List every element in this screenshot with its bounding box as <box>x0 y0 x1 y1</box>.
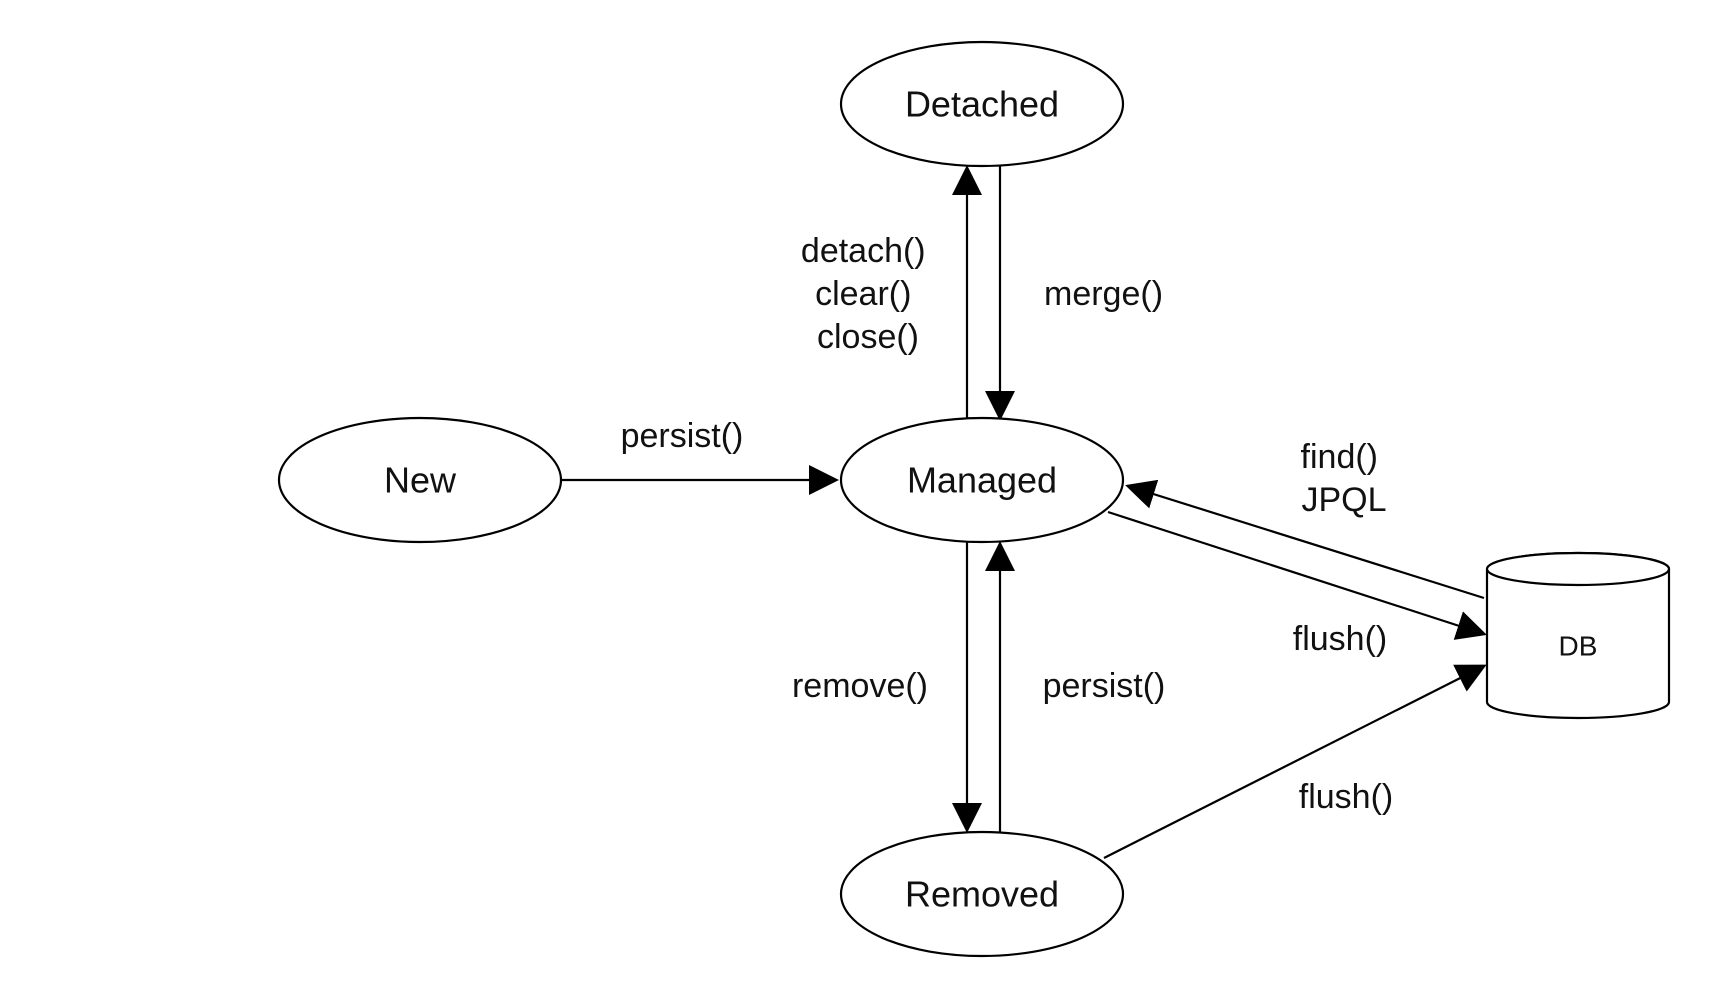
label-flush-managed: flush() <box>1293 620 1387 658</box>
label-find-jpql: find() JPQL <box>1301 438 1388 519</box>
state-new-label: New <box>384 460 457 501</box>
state-new: New <box>277 416 563 544</box>
state-managed: Managed <box>839 416 1125 544</box>
state-managed-label: Managed <box>907 460 1057 501</box>
state-removed-label: Removed <box>905 874 1059 915</box>
label-persist-removed: persist() <box>1043 667 1166 705</box>
db-label: DB <box>1559 631 1598 662</box>
label-persist-new: persist() <box>621 417 744 455</box>
label-detach-methods: detach() clear() close() <box>801 232 935 356</box>
edge-managed-to-db <box>1107 510 1487 640</box>
label-clear: clear() <box>815 275 911 313</box>
state-detached: Detached <box>839 40 1125 168</box>
label-detach: detach() <box>801 232 926 270</box>
state-detached-label: Detached <box>905 84 1059 125</box>
label-flush-removed: flush() <box>1299 778 1393 816</box>
label-merge: merge() <box>1044 275 1163 313</box>
edge-removed-to-db <box>1103 664 1487 859</box>
state-removed: Removed <box>839 830 1125 958</box>
db-cylinder: DB <box>1485 551 1671 720</box>
edge-db-to-managed <box>1125 479 1485 600</box>
label-close: close() <box>817 318 919 356</box>
label-remove: remove() <box>792 667 928 705</box>
label-find: find() <box>1301 438 1378 476</box>
label-jpql: JPQL <box>1301 481 1386 519</box>
